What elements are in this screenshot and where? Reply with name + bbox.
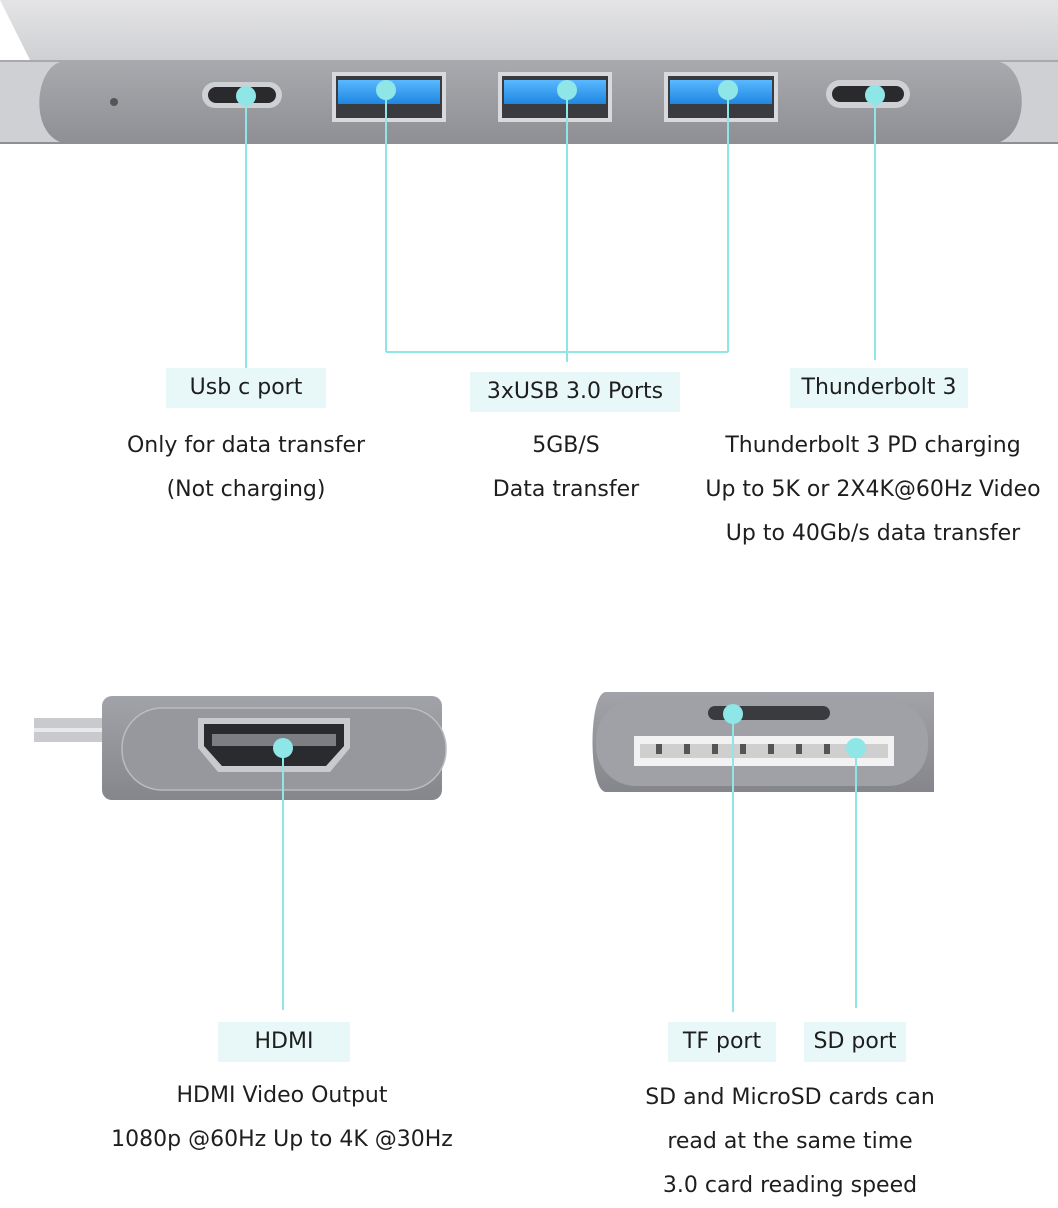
description-line: Data transfer [492,477,640,502]
hdmi-label: HDMI [218,1022,350,1062]
hub-top [0,0,1058,144]
usb-c-port-label: Usb c port [166,368,326,408]
description-line: Up to 5K or 2X4K@60Hz Video [705,477,1041,502]
thunderbolt-description: Thunderbolt 3 PD charging Up to 5K or 2X… [688,424,1058,556]
usb3-ports-label: 3xUSB 3.0 Ports [470,372,680,412]
top-callout-dots [236,80,885,106]
card-reader-side-panel [592,692,934,792]
description-line: HDMI Video Output [176,1083,388,1108]
hdmi-side-panel [34,696,447,800]
description-line: 5GB/S [532,433,600,458]
led-indicator [110,98,118,106]
sd-port-label: SD port [804,1022,906,1062]
hdmi-description: HDMI Video Output 1080p @60Hz Up to 4K @… [100,1074,464,1162]
bottom-callout-lines [282,714,857,1012]
description-line: Thunderbolt 3 PD charging [725,433,1021,458]
usb-c-description: Only for data transfer (Not charging) [96,424,396,512]
description-line: SD and MicroSD cards can [645,1085,935,1110]
description-line: Up to 40Gb/s data transfer [725,521,1021,546]
tf-port-label: TF port [668,1022,776,1062]
description-line: 3.0 card reading speed [662,1173,918,1198]
description-line: read at the same time [667,1129,913,1154]
description-line: 1080p @60Hz Up to 4K @30Hz [111,1127,453,1152]
bottom-callout-dots [273,704,866,758]
description-line: (Not charging) [166,477,326,502]
top-callout-lines [245,90,876,372]
thunderbolt-label: Thunderbolt 3 [790,368,968,408]
usb3-description: 5GB/S Data transfer [436,424,696,512]
usb-a-port-icon [498,72,612,122]
card-reader-description: SD and MicroSD cards can read at the sam… [610,1076,970,1208]
description-line: Only for data transfer [126,433,366,458]
